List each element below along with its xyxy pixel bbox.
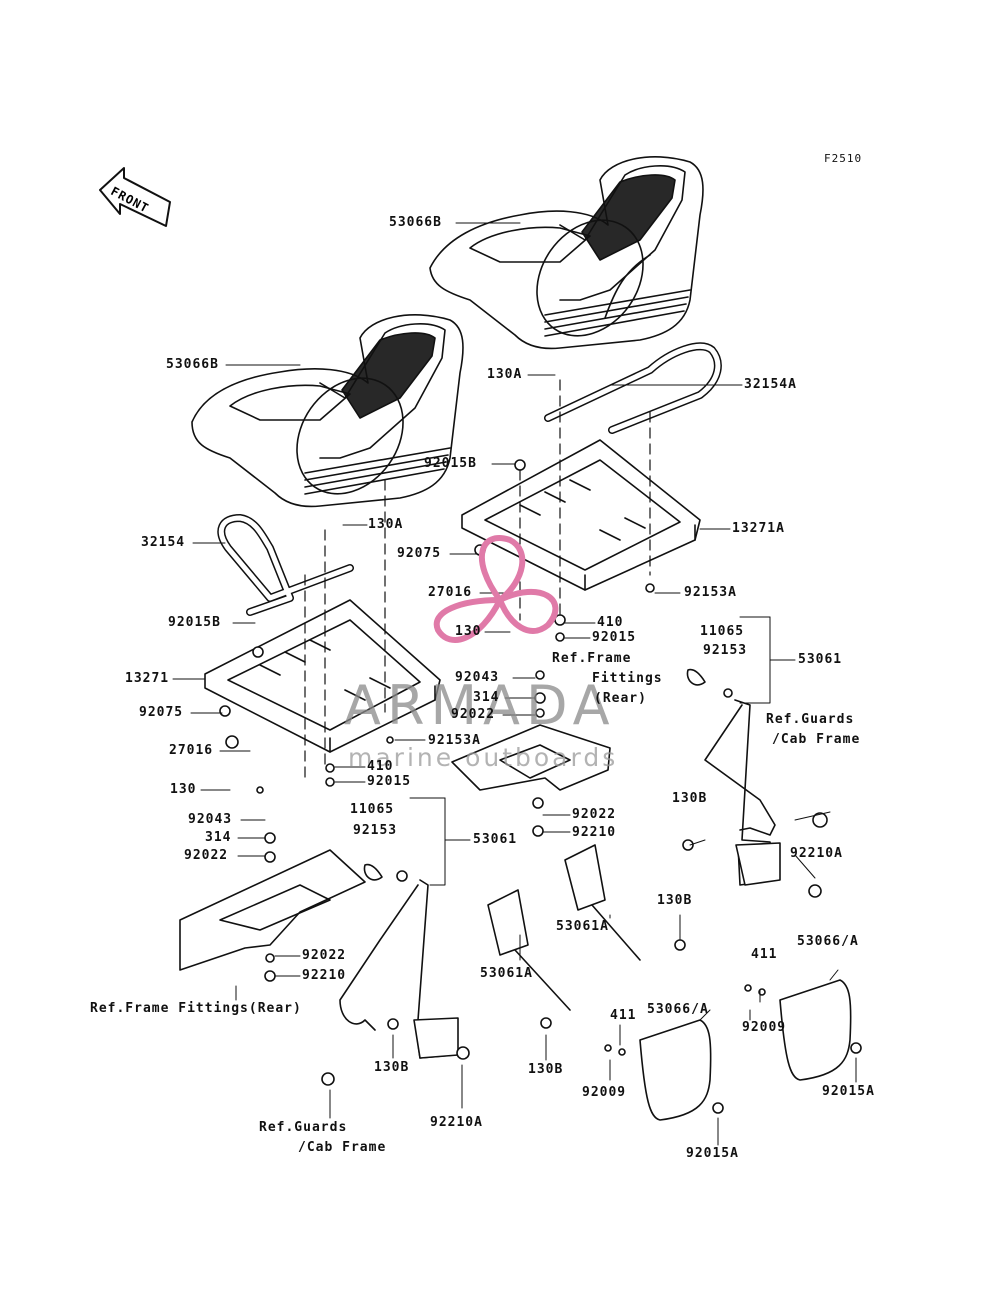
buckle-right-shape	[564, 844, 641, 961]
part-label: 92043	[455, 670, 500, 685]
ref-label: Fittings	[592, 671, 663, 686]
part-label: 92153	[353, 823, 398, 838]
part-label: 92022	[572, 807, 617, 822]
alignment-lines	[304, 379, 651, 779]
ref-label: Ref.Guards	[259, 1120, 348, 1135]
part-label: 92022	[184, 848, 229, 863]
part-label: 53066/A	[797, 934, 859, 949]
part-label: 53066/A	[647, 1002, 709, 1017]
seat-base-left-shape	[204, 599, 441, 753]
part-label: 53061	[473, 832, 518, 847]
part-label: 314	[473, 690, 500, 705]
part-label: 13271	[125, 671, 170, 686]
part-label: 130B	[672, 791, 708, 806]
part-label: 92009	[582, 1085, 627, 1100]
front-arrow-icon	[99, 167, 171, 227]
ref-label: Ref.Frame Fittings(Rear)	[90, 1001, 302, 1016]
part-label: 11065	[700, 624, 745, 639]
seat-base-right-shape	[461, 439, 701, 591]
ref-label: /Cab Frame	[772, 732, 861, 747]
part-label: 92210	[302, 968, 347, 983]
ref-label: (Rear)	[594, 691, 647, 706]
grab-bar-right-shape	[544, 342, 722, 434]
buckle-left-shape	[487, 889, 571, 1011]
part-label: 130	[455, 624, 482, 639]
part-label: 53066B	[166, 357, 219, 372]
part-label: 13271A	[732, 521, 785, 536]
part-label: 92022	[451, 707, 496, 722]
part-label: 92015	[367, 774, 412, 789]
cover-mid-shape	[639, 1019, 712, 1121]
part-label: 92043	[188, 812, 233, 827]
bracket-left-shape	[179, 849, 366, 971]
part-label: 411	[610, 1008, 637, 1023]
part-label: 92153	[703, 643, 748, 658]
part-label: 411	[751, 947, 778, 962]
part-label: 92153A	[428, 733, 481, 748]
part-label: 27016	[169, 743, 214, 758]
part-label: 53066B	[389, 215, 442, 230]
part-label: 92009	[742, 1020, 787, 1035]
part-label: 92015A	[686, 1146, 739, 1161]
part-label: 53061A	[556, 919, 609, 934]
part-label: 410	[367, 759, 394, 774]
part-label: 92015B	[168, 615, 221, 630]
part-label: 314	[205, 830, 232, 845]
seatbelt-left-shape	[339, 863, 459, 1059]
ref-label: Ref.Guards	[766, 712, 855, 727]
watermark-brand: ARMADA	[344, 674, 616, 737]
part-label: 130A	[368, 517, 404, 532]
part-label: 92015A	[822, 1084, 875, 1099]
part-label: 92153A	[684, 585, 737, 600]
cover-right-shape	[779, 979, 852, 1081]
ref-label: /Cab Frame	[298, 1140, 387, 1155]
part-label: 92015	[592, 630, 637, 645]
part-label: 53061	[798, 652, 843, 667]
part-label: 130	[170, 782, 197, 797]
watermark-tagline: marine outboards	[348, 743, 619, 772]
seat-left-shape	[191, 314, 464, 508]
part-label: 32154A	[744, 377, 797, 392]
fastener-markers	[219, 459, 862, 1114]
leader-lines	[172, 222, 857, 1146]
part-label: 130B	[374, 1060, 410, 1075]
figure-code: F2510	[824, 152, 863, 165]
seatbelt-right-shape	[686, 668, 781, 886]
seat-right-shape	[429, 156, 704, 350]
part-label: 27016	[428, 585, 473, 600]
part-label: 92210	[572, 825, 617, 840]
part-label: 11065	[350, 802, 395, 817]
part-label: 92210A	[790, 846, 843, 861]
part-label: 32154	[141, 535, 186, 550]
watermark-logo-icon	[433, 535, 559, 643]
ref-label: Ref.Frame	[552, 651, 632, 666]
part-label: 92015B	[424, 456, 477, 471]
part-label: 130A	[487, 367, 523, 382]
part-label: 92075	[139, 705, 184, 720]
part-label: 92022	[302, 948, 347, 963]
part-label: 130B	[657, 893, 693, 908]
part-label: 92210A	[430, 1115, 483, 1130]
part-label: 92075	[397, 546, 442, 561]
part-label: 130B	[528, 1062, 564, 1077]
part-label: 53061A	[480, 966, 533, 981]
bracket-right-shape	[451, 724, 611, 791]
part-label: 410	[597, 615, 624, 630]
grab-bar-left-shape	[217, 514, 354, 616]
